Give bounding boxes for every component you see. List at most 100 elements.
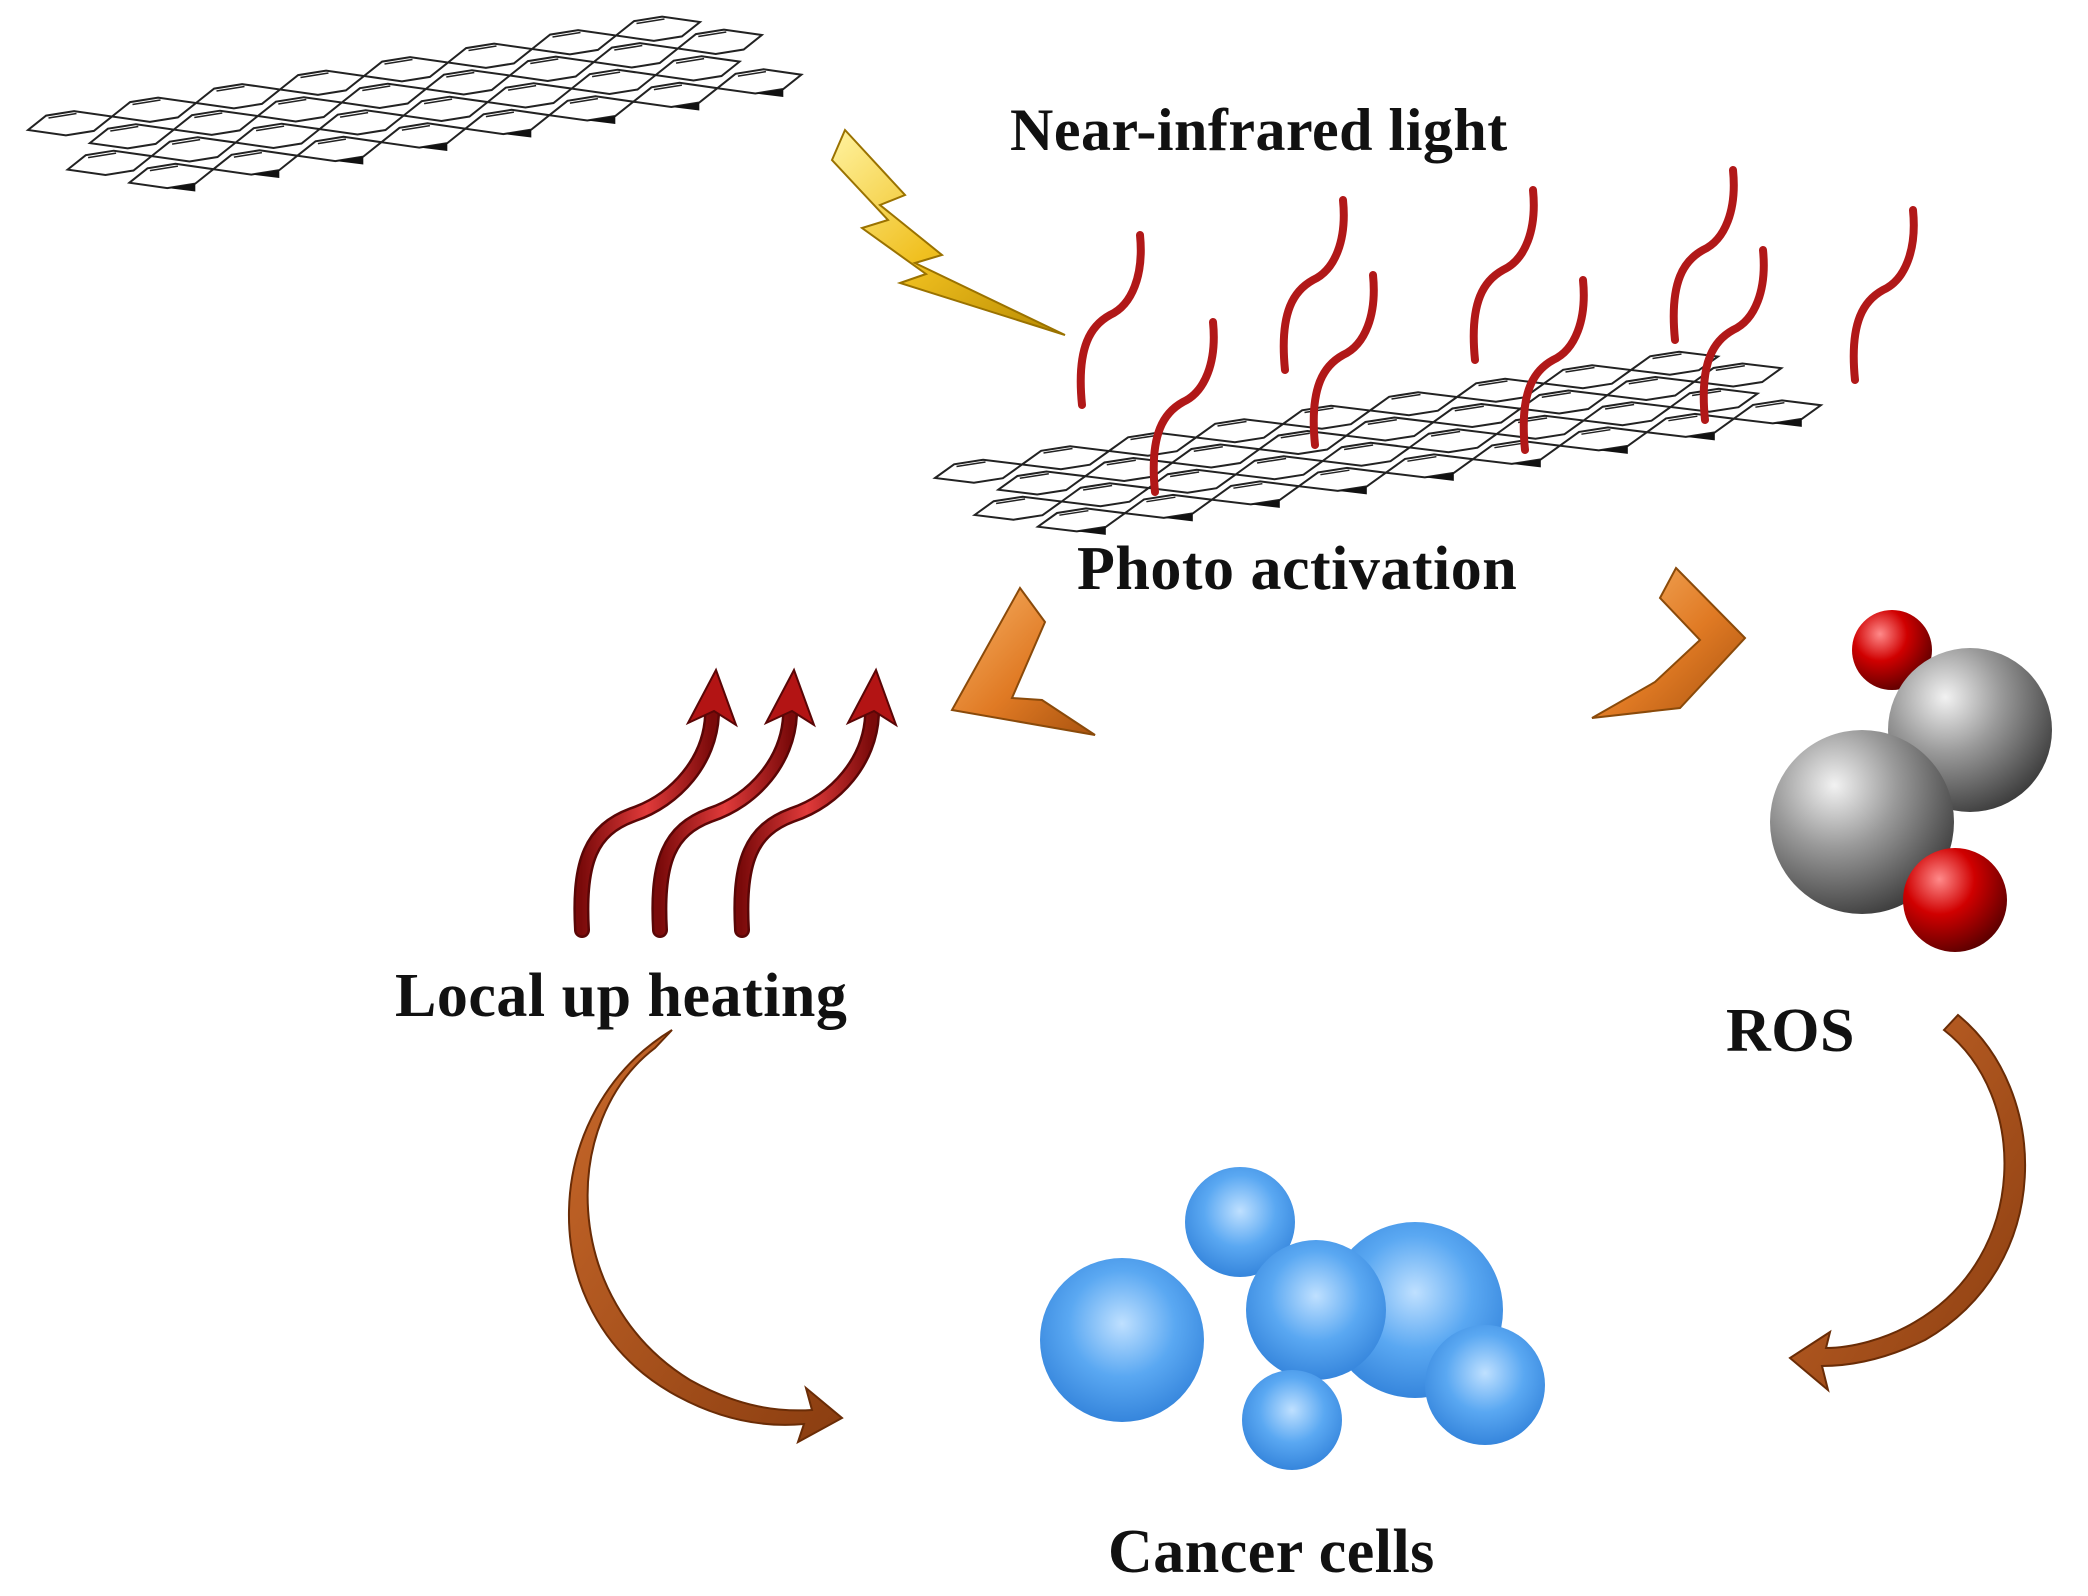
double-bond (1193, 445, 1223, 452)
sheet-edge (755, 89, 784, 98)
heat-wave-arrow-icon (573, 667, 738, 938)
double-bond (255, 125, 285, 132)
double-bond (423, 98, 453, 105)
cancer-cells-label: Cancer cells (1108, 1518, 1435, 1586)
curved-arrow-icon (567, 1029, 844, 1445)
polymer-chain (1669, 166, 1738, 344)
double-bond (591, 71, 621, 78)
cancer-cells-icon (1040, 1167, 1545, 1470)
sheet-edge (1772, 418, 1802, 427)
polymer-chain (1279, 196, 1348, 374)
double-bond (401, 124, 431, 131)
double-bond (194, 112, 223, 119)
sheet-edge (671, 102, 700, 111)
sheet-edge (1511, 459, 1541, 468)
double-bond (1628, 378, 1658, 385)
double-bond (636, 18, 665, 25)
polymer-chain (1076, 231, 1145, 409)
hexagon-ring (1628, 350, 1721, 376)
double-bond (1391, 393, 1421, 400)
sheet-edge (251, 170, 280, 179)
double-bond (1454, 405, 1484, 412)
double-bond (1019, 472, 1049, 479)
hexagon-ring (1731, 399, 1824, 425)
sheet-edge (335, 156, 364, 165)
functionalized-graphene-icon (932, 166, 1918, 535)
double-bond (233, 151, 263, 158)
double-bond (300, 72, 329, 79)
heat-wave-arrow-icon (733, 667, 898, 938)
double-bond (1169, 471, 1200, 478)
graphene-sheet-icon (25, 15, 804, 192)
double-bond (1565, 366, 1595, 373)
heat-wave-arrow-icon (651, 667, 816, 938)
polymer-chain (1519, 276, 1588, 454)
double-bond (171, 138, 201, 145)
sheet-edge (1685, 432, 1715, 441)
sheet-edge (1163, 513, 1193, 522)
polymer-chain (1849, 206, 1918, 384)
double-bond (485, 111, 515, 118)
double-bond (1494, 442, 1524, 449)
double-bond (48, 112, 77, 119)
double-bond (1755, 401, 1785, 408)
sheet-edge (503, 129, 532, 138)
double-bond (110, 125, 139, 132)
heat-arrow-group (573, 667, 898, 938)
lightning-bolt-icon (830, 128, 1066, 336)
double-bond (1320, 469, 1350, 476)
double-bond (507, 84, 537, 91)
hexagon-ring (1691, 362, 1784, 388)
sheet-edge (1598, 445, 1628, 454)
sheet-edge (587, 116, 616, 125)
double-bond (278, 98, 307, 105)
double-bond (1367, 418, 1397, 425)
sheet-edge (167, 183, 196, 192)
polymer-chain (1469, 186, 1538, 364)
local-up-heating-label: Local up heating (395, 962, 848, 1030)
double-bond (1604, 403, 1635, 410)
double-bond (362, 85, 391, 92)
double-bond (1430, 430, 1461, 437)
double-bond (956, 461, 986, 468)
double-bond (698, 31, 727, 38)
double-bond (446, 71, 475, 78)
double-bond (1668, 415, 1698, 422)
double-bond (1146, 496, 1176, 503)
double-bond (995, 498, 1026, 505)
sheet-edge (1424, 472, 1454, 481)
double-bond (132, 99, 161, 106)
double-bond (1256, 457, 1287, 464)
double-bond (530, 58, 559, 65)
ros-label: ROS (1726, 997, 1855, 1065)
double-bond (1581, 428, 1611, 435)
polymer-chain (1309, 271, 1378, 449)
polymer-chain (1699, 246, 1768, 424)
double-bond (614, 44, 643, 51)
double-bond (552, 31, 581, 38)
ros-molecule-icon (1770, 610, 2052, 952)
curved-arrow-icon (1788, 1013, 2027, 1393)
double-bond (1217, 420, 1247, 427)
double-bond (1082, 484, 1113, 491)
polymer-chain (1149, 318, 1218, 496)
double-bond (675, 57, 705, 64)
double-bond (1343, 444, 1374, 451)
double-bond (1652, 353, 1682, 360)
double-bond (468, 45, 497, 52)
double-bond (1233, 482, 1263, 489)
double-bond (1106, 459, 1136, 466)
double-bond (1407, 455, 1437, 462)
double-bond (1715, 364, 1745, 371)
sheet-edge (419, 143, 448, 152)
double-bond (384, 58, 413, 65)
hexagon-ring (1667, 387, 1761, 413)
double-bond (1059, 509, 1089, 516)
double-bond (216, 85, 245, 92)
double-bond (1043, 447, 1073, 454)
double-bond (339, 111, 369, 118)
double-bond (1304, 407, 1334, 414)
double-bond (569, 97, 599, 104)
double-bond (149, 165, 179, 172)
chevron-arrow-icon (1591, 566, 1747, 719)
